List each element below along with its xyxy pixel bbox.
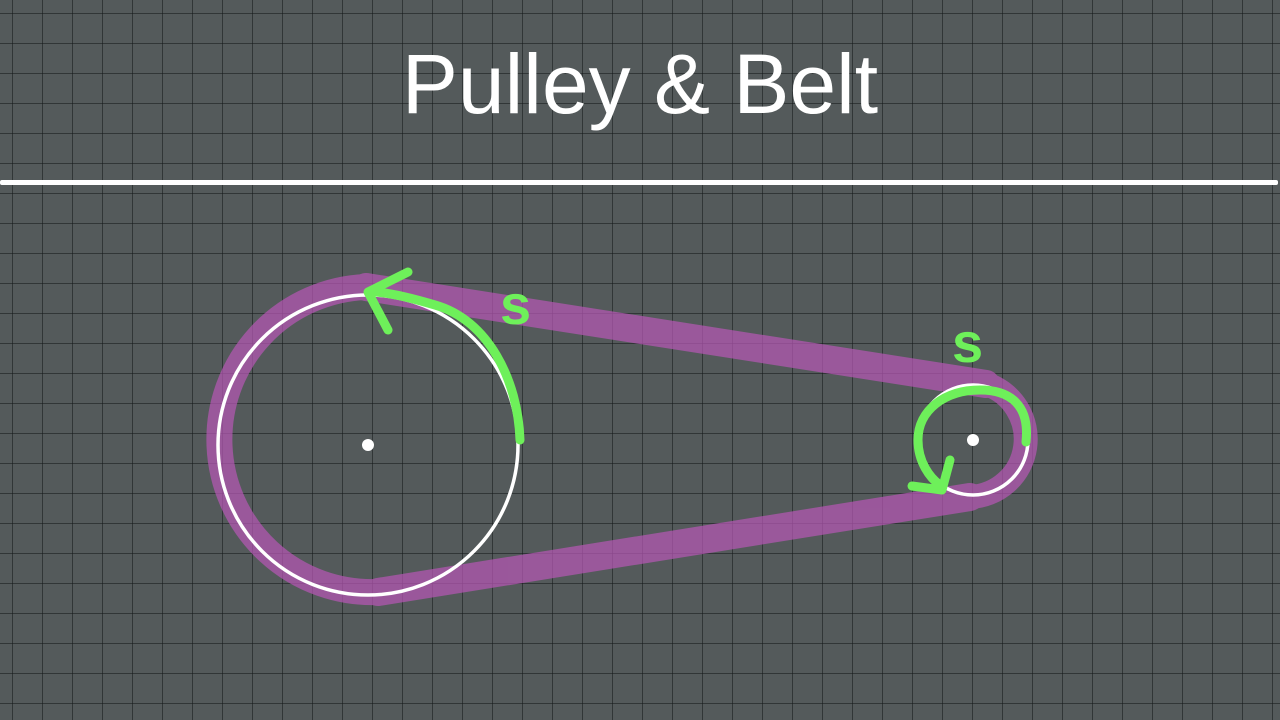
belt-upper-run [352,273,1000,398]
small-arc-arrowhead [907,455,955,495]
large-arc-path [367,287,525,445]
belt [206,273,1038,606]
belt-lower-run [364,483,984,606]
large-pulley-label: s [500,273,531,336]
large-arc-arrowhead [363,267,413,335]
small-pulley-center [967,434,979,446]
title-divider [0,180,1278,185]
large-pulley [216,293,520,597]
belt-wrap-large-pulley [206,274,391,606]
small-arc-path [913,385,1031,490]
large-pulley-center [362,439,374,451]
page-title: Pulley & Belt [401,37,879,131]
large-pulley-arc-arrow [363,267,525,445]
small-pulley-arc-arrow [907,385,1031,495]
small-pulley-label: s [952,311,983,374]
